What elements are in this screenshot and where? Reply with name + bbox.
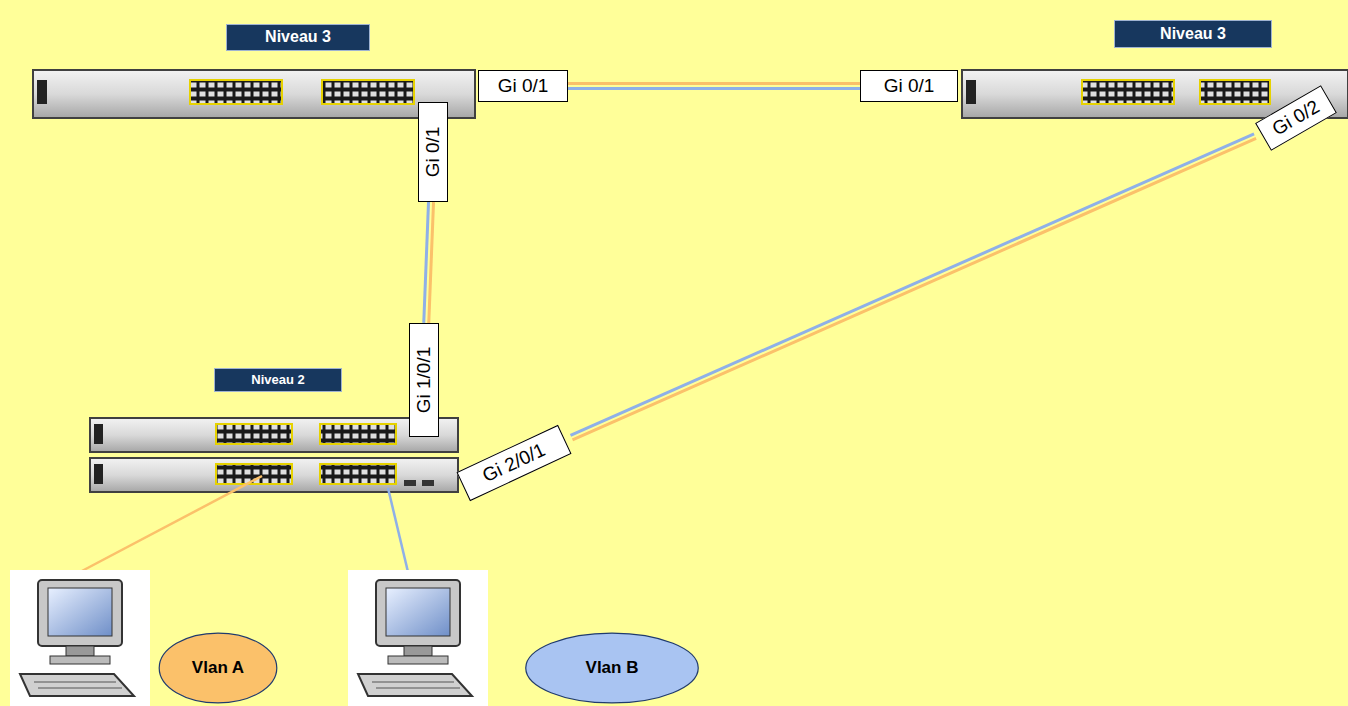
pc-icon — [10, 570, 150, 706]
access-link — [388, 488, 408, 572]
label-text: Vlan B — [586, 659, 639, 678]
port-label: Gi 0/1 — [478, 70, 568, 102]
label-text: Gi 0/1 — [498, 76, 549, 97]
trunk-link — [424, 202, 429, 323]
port-label: Gi 2/0/1 — [456, 425, 571, 501]
label-text: Niveau 3 — [1160, 25, 1226, 43]
label-text: Niveau 2 — [251, 373, 304, 387]
level-badge: Niveau 3 — [226, 24, 370, 51]
label-text: Niveau 3 — [265, 28, 331, 46]
port-label: Gi 0/1 — [418, 102, 448, 202]
label-text: Gi 0/1 — [884, 76, 935, 97]
switch — [33, 70, 475, 118]
label-text: Gi 0/2 — [1269, 96, 1323, 139]
label-text: Vlan A — [192, 659, 244, 678]
port-label: Gi 1/0/1 — [409, 323, 439, 437]
level-badge: Niveau 2 — [214, 368, 342, 392]
trunk-link — [573, 138, 1257, 440]
label-text: Gi 1/0/1 — [414, 347, 435, 414]
label-text: Gi 2/0/1 — [479, 439, 548, 486]
trunk-link — [568, 82, 860, 85]
label-text: Gi 0/1 — [423, 127, 444, 178]
trunk-link — [571, 134, 1255, 436]
vlan-ellipse: Vlan A — [158, 632, 278, 704]
access-link — [80, 476, 262, 572]
pc-icon — [348, 570, 488, 706]
trunk-link — [429, 202, 434, 323]
port-label: Gi 0/2 — [1255, 85, 1337, 151]
vlan-ellipse: Vlan B — [524, 632, 700, 704]
port-label: Gi 0/1 — [860, 70, 958, 102]
level-badge: Niveau 3 — [1114, 20, 1272, 48]
trunk-link — [568, 87, 860, 90]
switch-stack — [90, 418, 458, 492]
